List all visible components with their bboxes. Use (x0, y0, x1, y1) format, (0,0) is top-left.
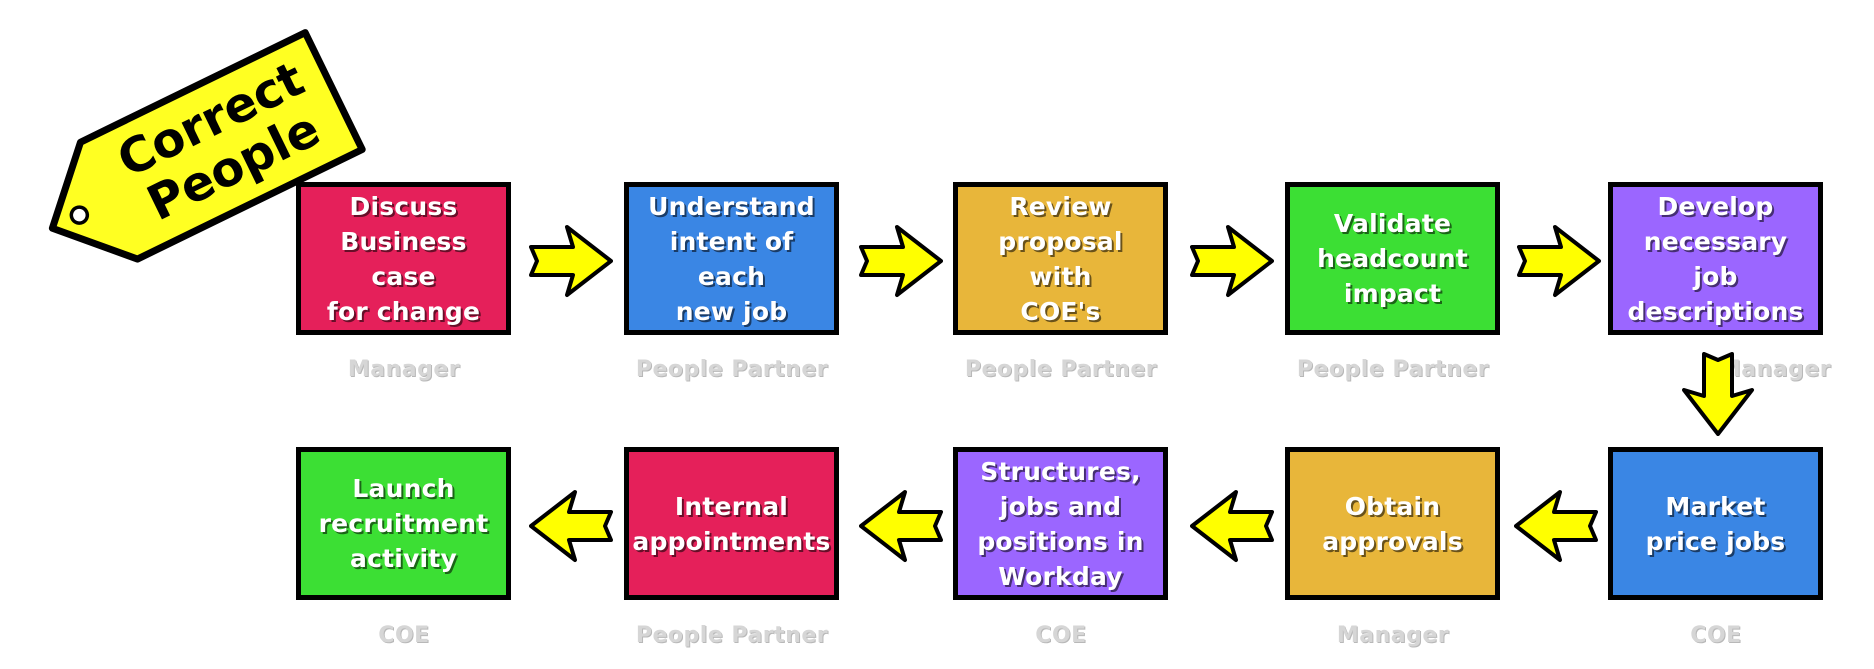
step-owner-label: People Partner (1296, 357, 1490, 382)
step-structures-in-workday: Structures, jobs and positions in Workda… (953, 447, 1168, 600)
arrow-left-icon (1514, 490, 1598, 562)
tag-hole (69, 205, 90, 225)
arrow-left-icon (529, 490, 613, 562)
arrow-left-icon (1190, 490, 1274, 562)
step-label: Launch recruitment activity (318, 474, 489, 573)
step-obtain-approvals: Obtain approvals (1285, 447, 1500, 600)
step-label: Market price jobs (1645, 491, 1786, 556)
arrow-right-icon (859, 225, 943, 297)
step-label: Discuss Business case for change (326, 191, 481, 326)
step-internal-appointments: Internal appointments (624, 447, 839, 600)
step-owner-label: Manager (347, 357, 461, 382)
step-owner-label: People Partner (635, 357, 829, 382)
step-owner-label: COE (1035, 623, 1087, 648)
step-owner-label: Manager (1718, 357, 1832, 382)
tag-shape (48, 29, 366, 263)
price-tag-label: Correct People (48, 29, 366, 263)
step-develop-job-descriptions: Develop necessary job descriptions (1608, 182, 1823, 335)
arrow-right-icon (1190, 225, 1274, 297)
step-label: Internal appointments (632, 491, 831, 556)
arrow-down-icon (1682, 352, 1754, 436)
step-discuss-business-case: Discuss Business case for change (296, 182, 511, 335)
step-label: Structures, jobs and positions in Workda… (977, 456, 1144, 591)
step-owner-label: People Partner (635, 623, 829, 648)
step-label: Validate headcount impact (1317, 209, 1468, 308)
step-owner-label: Manager (1336, 623, 1450, 648)
step-launch-recruitment: Launch recruitment activity (296, 447, 511, 600)
arrow-right-icon (1517, 225, 1601, 297)
step-label: Review proposal with COE's (998, 191, 1123, 326)
step-validate-headcount: Validate headcount impact (1285, 182, 1500, 335)
step-market-price-jobs: Market price jobs (1608, 447, 1823, 600)
step-understand-intent: Understand intent of each new job (624, 182, 839, 335)
step-label: Develop necessary job descriptions (1627, 191, 1804, 326)
arrow-left-icon (859, 490, 943, 562)
step-label: Obtain approvals (1322, 491, 1463, 556)
step-owner-label: People Partner (964, 357, 1158, 382)
step-review-proposal: Review proposal with COE's (953, 182, 1168, 335)
step-label: Understand intent of each new job (648, 191, 815, 326)
step-owner-label: COE (378, 623, 430, 648)
step-owner-label: COE (1690, 623, 1742, 648)
arrow-right-icon (529, 225, 613, 297)
